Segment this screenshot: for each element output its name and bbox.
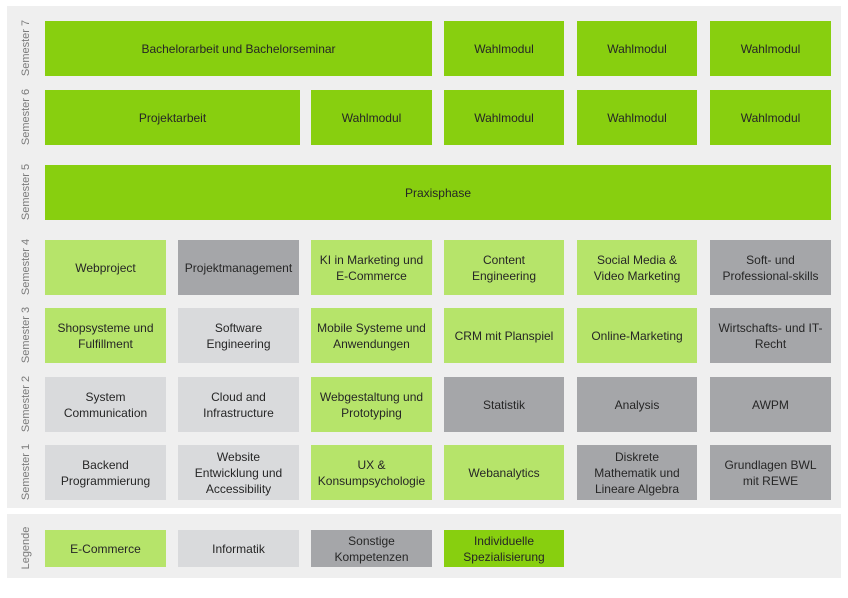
module-label: Soft- und Professional-skills [722,252,819,283]
module-label: Analysis [614,397,660,412]
legend-item-label: Individuelle Spezialisierung [463,533,545,564]
module-label: Wahlmodul [474,41,534,56]
module-cell: Website Entwicklung und Accessibility [178,445,299,500]
module-label: Grundlagen BWL mit REWE [724,457,817,488]
module-cell: Praxisphase [45,165,831,220]
module-cell: Wahlmodul [577,90,697,145]
module-cell: Diskrete Mathematik und Lineare Algebra [577,445,697,500]
module-label: Wahlmodul [341,110,402,125]
module-cell: Statistik [444,377,564,432]
legend-item-informatik: Informatik [178,530,299,567]
module-cell: Software Engineering [178,308,299,363]
module-cell: Wahlmodul [577,21,697,76]
module-label: Wahlmodul [740,110,801,125]
module-label: Wahlmodul [607,41,667,56]
module-label: Content Engineering [471,252,537,283]
legend-item-label: Sonstige Kompetenzen [334,533,409,564]
module-cell: Content Engineering [444,240,564,295]
module-label: Backend Programmierung [60,457,151,488]
module-label: Cloud and Infrastructure [203,389,274,420]
module-cell: Webproject [45,240,166,295]
module-label: Bachelorarbeit und Bachelorseminar [141,41,336,56]
module-cell: Backend Programmierung [45,445,166,500]
module-cell: AWPM [710,377,831,432]
module-cell: Social Media & Video Marketing [577,240,697,295]
module-label: Webgestaltung und Prototyping [319,389,424,420]
module-cell: Projektmanagement [178,240,299,295]
module-cell: Wirtschafts- und IT-Recht [710,308,831,363]
legend-item-e-commerce: E-Commerce [45,530,166,567]
legend-label: Legende [20,526,32,570]
module-label: Wirtschafts- und IT-Recht [718,320,823,351]
module-label: Shopsysteme und Fulfillment [57,320,154,351]
module-label: KI in Marketing und E-Commerce [319,252,424,283]
module-cell: Grundlagen BWL mit REWE [710,445,831,500]
module-label: System Communication [63,389,148,420]
module-cell: Online-Marketing [577,308,697,363]
module-cell: Soft- und Professional-skills [710,240,831,295]
module-cell: Bachelorarbeit und Bachelorseminar [45,21,432,76]
module-label: AWPM [752,397,789,412]
module-label: Mobile Systeme und Anwendungen [317,320,426,351]
module-label: CRM mit Planspiel [454,328,554,343]
module-label: UX & Konsumpsychologie [317,457,426,488]
module-cell: Webgestaltung und Prototyping [311,377,432,432]
module-label: Diskrete Mathematik und Lineare Algebra [594,449,680,496]
module-label: Webproject [75,260,136,275]
module-cell: KI in Marketing und E-Commerce [311,240,432,295]
module-label: Software Engineering [206,320,271,351]
module-cell: Analysis [577,377,697,432]
module-label: Projektarbeit [138,110,207,125]
module-label: Webanalytics [468,465,540,480]
module-cell: Wahlmodul [710,21,831,76]
legend-item-label: E-Commerce [70,541,141,556]
module-label: Praxisphase [404,185,472,200]
module-cell: Projektarbeit [45,90,300,145]
legend-item-label: Informatik [212,541,265,556]
module-cell: Wahlmodul [311,90,432,145]
module-cell: Shopsysteme und Fulfillment [45,308,166,363]
module-cell: Webanalytics [444,445,564,500]
module-cell: Wahlmodul [444,90,564,145]
module-label: Online-Marketing [591,328,683,343]
module-label: Wahlmodul [740,41,801,56]
module-cell: Wahlmodul [444,21,564,76]
legend-item-individuelle-spezialisierung: Individuelle Spezialisierung [444,530,564,567]
module-cell: Wahlmodul [710,90,831,145]
module-cell: Mobile Systeme und Anwendungen [311,308,432,363]
module-cell: Cloud and Infrastructure [178,377,299,432]
module-label: Wahlmodul [474,110,534,125]
module-cell: System Communication [45,377,166,432]
legend-item-sonstige-kompetenzen: Sonstige Kompetenzen [311,530,432,567]
module-label: Wahlmodul [607,110,667,125]
module-cell: CRM mit Planspiel [444,308,564,363]
module-cell: UX & Konsumpsychologie [311,445,432,500]
module-label: Projektmanagement [184,260,293,275]
module-label: Statistik [482,397,525,412]
module-label: Website Entwicklung und Accessibility [194,449,283,496]
module-label: Social Media & Video Marketing [593,252,681,283]
